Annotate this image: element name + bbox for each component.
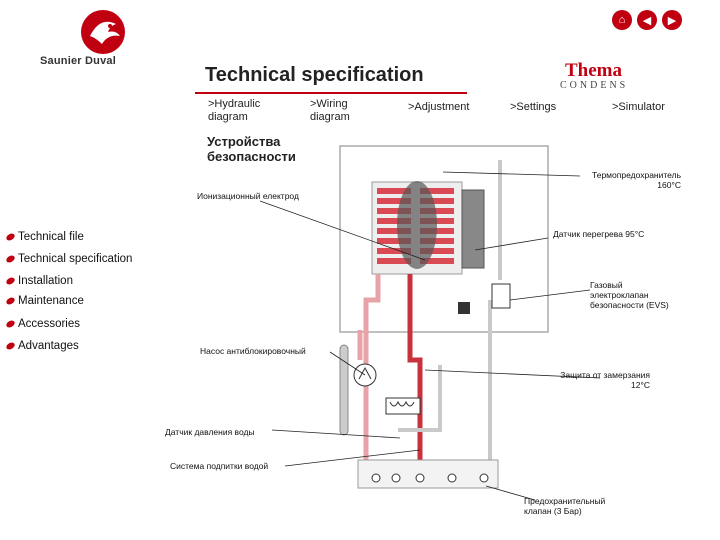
brand-name: Saunier Duval — [40, 55, 116, 67]
fan-unit — [461, 189, 485, 269]
product-logo-thema: Thema — [565, 60, 622, 81]
title-underline — [195, 92, 467, 94]
label-overheat-sensor: Датчик перегрева 95°C — [553, 229, 645, 239]
label-thermal-fuse: Термопредохранитель 160°C — [592, 170, 681, 190]
expansion-vessel — [339, 344, 349, 436]
menu-installation[interactable]: Installation — [5, 275, 73, 287]
menu-accessories[interactable]: Accessories — [5, 318, 80, 330]
section-heading: Устройства безопасности — [207, 134, 296, 164]
pipe-cold — [488, 160, 502, 470]
nav-adjustment[interactable]: >Adjustment — [408, 101, 470, 113]
nav-settings[interactable]: >Settings — [510, 101, 557, 113]
saunier-duval-logo — [81, 10, 125, 54]
pipe-hot-flow — [407, 274, 423, 470]
menu-advantages[interactable]: Advantages — [5, 340, 79, 352]
leader-lines — [259, 171, 601, 501]
menu-maintenance[interactable]: Maintenance — [5, 295, 84, 307]
page-title: Technical specification — [205, 64, 424, 86]
home-button[interactable]: ⌂ — [612, 10, 632, 30]
label-safety-valve: Предохранительный клапан (3 Бар) — [524, 496, 606, 516]
menu-technical-file[interactable]: Technical file — [5, 231, 84, 243]
label-gas-valve: Газовый электроклапан безопасности (EVS) — [590, 280, 669, 310]
label-water-pressure-sensor: Датчик давления воды — [165, 427, 255, 437]
burner — [397, 181, 437, 269]
nav-wiring-diagram[interactable]: >Wiring diagram — [310, 98, 350, 123]
boiler-casing — [339, 145, 549, 333]
menu-technical-specification[interactable]: Technical specification — [5, 253, 133, 265]
heat-exchanger-coils — [377, 188, 454, 264]
product-logo-condens: CONDENS — [560, 80, 629, 91]
menu-label: Technical specification — [18, 253, 133, 265]
forward-button[interactable]: ▶ — [662, 10, 682, 30]
pipe-cold-bypass — [398, 365, 442, 432]
home-icon: ⌂ — [618, 14, 626, 26]
connection-bar — [357, 459, 499, 489]
menu-label: Maintenance — [18, 295, 84, 307]
label-refill-system: Система подпитки водой — [170, 461, 269, 471]
menu-label: Accessories — [18, 318, 80, 330]
arrow-left-icon: ◀ — [642, 14, 652, 27]
menu-label: Advantages — [18, 340, 79, 352]
nav-simulator[interactable]: >Simulator — [612, 101, 665, 113]
label-ionization-electrode: Ионизационный електрод — [197, 191, 299, 201]
menu-label: Installation — [18, 275, 73, 287]
bottom-valves — [371, 473, 489, 483]
back-button[interactable]: ◀ — [637, 10, 657, 30]
label-frost-protection: Защита от замерзания 12°C — [560, 370, 650, 390]
menu-label: Technical file — [18, 231, 84, 243]
nav-hydraulic-diagram[interactable]: >Hydraulic diagram — [208, 98, 261, 123]
ignition-module — [458, 302, 470, 314]
arrow-right-icon: ▶ — [667, 14, 677, 27]
gas-valve — [491, 283, 511, 309]
label-antiblock-pump: Насос антиблокировочный — [200, 346, 306, 356]
